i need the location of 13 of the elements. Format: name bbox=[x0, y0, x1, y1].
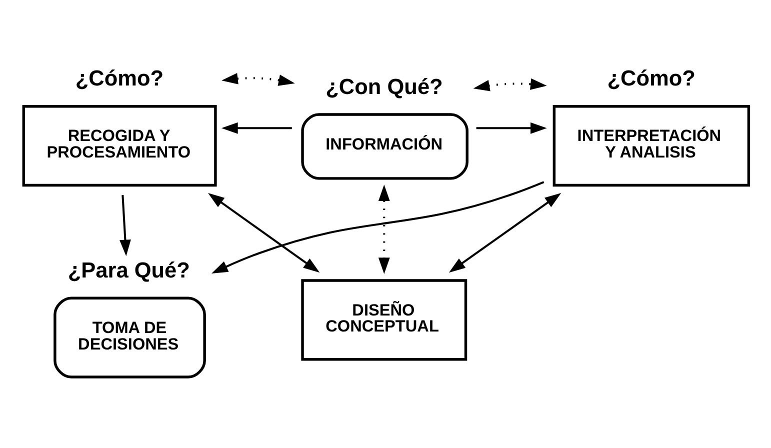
arrow bbox=[212, 181, 544, 274]
arrow bbox=[120, 195, 131, 256]
arrow bbox=[378, 184, 390, 274]
node-label: ¿Con Qué? bbox=[326, 74, 443, 99]
arrow bbox=[222, 72, 295, 86]
arrow bbox=[221, 122, 292, 134]
node-label: ¿Para Qué? bbox=[68, 257, 190, 282]
arrow bbox=[473, 78, 547, 92]
node-label: ¿Cómo? bbox=[607, 66, 696, 91]
node-label: ¿Cómo? bbox=[75, 66, 164, 91]
arrow bbox=[476, 122, 547, 134]
arrow bbox=[208, 193, 320, 273]
arrow bbox=[448, 193, 562, 273]
